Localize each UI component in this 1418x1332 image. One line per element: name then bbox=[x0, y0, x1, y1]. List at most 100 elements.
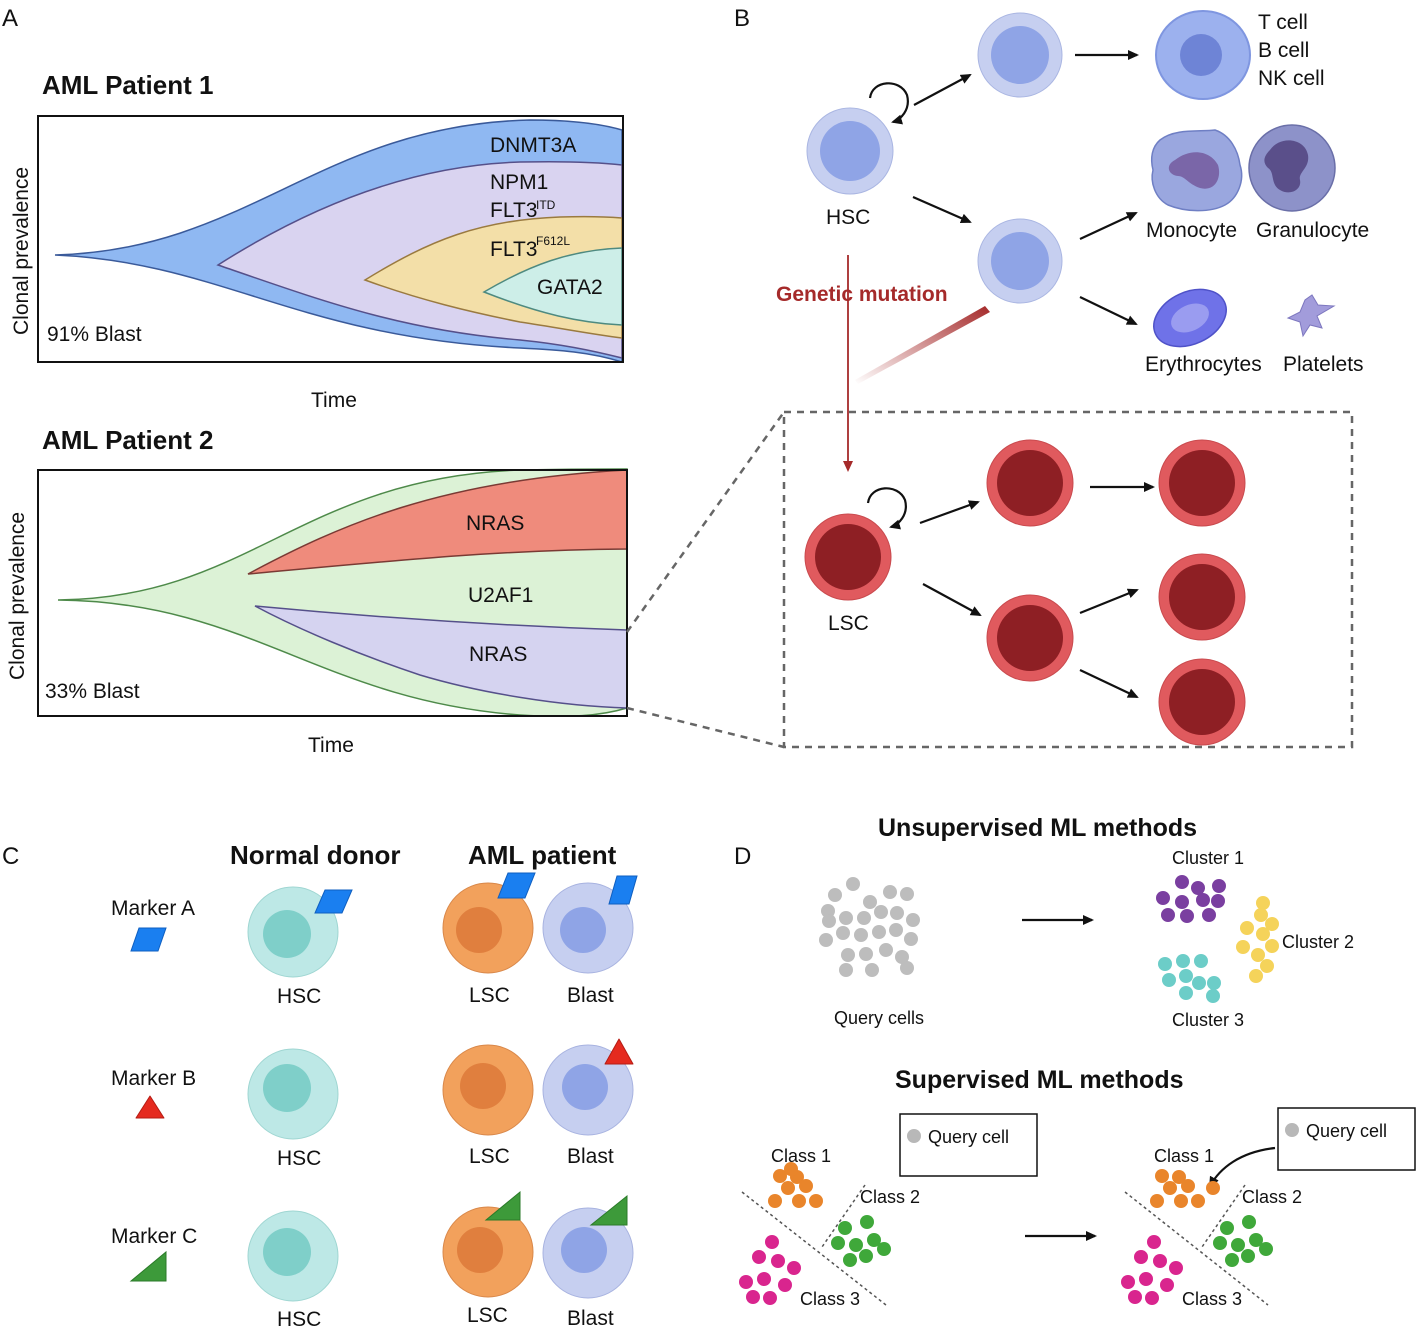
x-axis-label: Time bbox=[308, 734, 354, 757]
class-1-points bbox=[768, 1162, 823, 1208]
cell-dot bbox=[1213, 1236, 1227, 1250]
cluster-label: Cluster 2 bbox=[1282, 932, 1354, 952]
cell-dot bbox=[895, 950, 909, 964]
patient-2-title: AML Patient 2 bbox=[42, 425, 213, 455]
panel-label-b: B bbox=[734, 5, 750, 32]
class-3-points bbox=[1121, 1235, 1183, 1305]
cell-dot bbox=[799, 1179, 813, 1193]
cell-dot bbox=[1225, 1253, 1239, 1267]
cell-dot bbox=[1128, 1290, 1142, 1304]
monocyte-nucleus bbox=[1168, 152, 1220, 189]
hsc-nucleus bbox=[263, 1064, 311, 1112]
cell-dot bbox=[778, 1278, 792, 1292]
leukemic-nucleus bbox=[997, 605, 1063, 671]
marker-c-icon bbox=[589, 1194, 628, 1226]
lsc-label: LSC bbox=[469, 1145, 510, 1168]
erythroid-label: Platelets bbox=[1283, 353, 1364, 376]
blast-nucleus bbox=[562, 1064, 608, 1110]
marker-b-icon bbox=[604, 1038, 634, 1065]
arrow bbox=[1079, 296, 1138, 325]
cell-dot bbox=[1211, 894, 1225, 908]
cell-dot bbox=[860, 1215, 874, 1229]
blast-percentage: 91% Blast bbox=[47, 323, 142, 346]
clone-label: NRAS bbox=[469, 643, 527, 666]
cell-dot bbox=[1155, 1169, 1169, 1183]
erythrocyte-center bbox=[1171, 303, 1209, 333]
cell-dot bbox=[890, 906, 904, 920]
myeloid-label: Monocyte bbox=[1146, 219, 1237, 242]
lsc-label: LSC bbox=[828, 612, 869, 635]
cell-dot bbox=[839, 911, 853, 925]
lsc-nucleus bbox=[457, 1227, 503, 1273]
lymphoid-label: B cell bbox=[1258, 39, 1309, 62]
cell-dot bbox=[849, 1238, 863, 1252]
query-cell-label: Query cell bbox=[1306, 1121, 1387, 1141]
ml-methods: Unsupervised ML methods Query cells Clus… bbox=[739, 814, 1416, 1309]
normal-donor-heading: Normal donor bbox=[230, 840, 400, 870]
cell-dot bbox=[765, 1235, 779, 1249]
cell-dot bbox=[854, 928, 868, 942]
clone-superscript: F612L bbox=[536, 234, 570, 248]
panel-label-a: A bbox=[2, 5, 18, 32]
cell-dot bbox=[1196, 893, 1210, 907]
cell-dot bbox=[900, 961, 914, 975]
cell-dot bbox=[1139, 1272, 1153, 1286]
cell-dot bbox=[1241, 1249, 1255, 1263]
lymphoid-label: T cell bbox=[1258, 11, 1308, 34]
marker-b-label: Marker B bbox=[111, 1067, 196, 1090]
fish-plot-patient-1: AML Patient 1 DNMT3A NPM1 FLT3 ITD FLT3 … bbox=[10, 70, 624, 412]
patient-1-title: AML Patient 1 bbox=[42, 70, 213, 100]
marker-c-icon bbox=[129, 1250, 167, 1282]
leukemic-nucleus bbox=[1169, 564, 1235, 630]
class-label: Class 3 bbox=[1182, 1289, 1242, 1309]
blast-label: Blast bbox=[567, 984, 614, 1007]
cell-dot bbox=[1259, 1242, 1273, 1256]
query-cell-label: Query cell bbox=[928, 1127, 1009, 1147]
arrow bbox=[1079, 588, 1139, 615]
cell-dot bbox=[1251, 948, 1265, 962]
cell-dot bbox=[1160, 1278, 1174, 1292]
cell-dot bbox=[1174, 1194, 1188, 1208]
cell-dot bbox=[1179, 969, 1193, 983]
cluster-label: Cluster 3 bbox=[1172, 1010, 1244, 1030]
x-axis-label: Time bbox=[311, 389, 357, 412]
cell-dot bbox=[889, 923, 903, 937]
cluster-2 bbox=[1236, 896, 1279, 983]
class-label: Class 3 bbox=[800, 1289, 860, 1309]
clone-label: FLT3 bbox=[490, 238, 537, 261]
cell-dot bbox=[781, 1181, 795, 1195]
cell-dot bbox=[865, 963, 879, 977]
query-cell-box bbox=[899, 1113, 1038, 1177]
cell-dot bbox=[757, 1272, 771, 1286]
hsc-label: HSC bbox=[277, 1308, 321, 1331]
cell-dot bbox=[1265, 917, 1279, 931]
query-cell-box bbox=[1277, 1107, 1416, 1171]
cell-dot bbox=[828, 888, 842, 902]
cell-dot bbox=[819, 933, 833, 947]
cell-dot bbox=[1249, 969, 1263, 983]
lsc-zoom-box bbox=[782, 410, 1354, 749]
cell-dot bbox=[773, 1169, 787, 1183]
query-cell-dot bbox=[907, 1129, 921, 1143]
arrow bbox=[919, 500, 980, 525]
cell-dot bbox=[867, 1233, 881, 1247]
zoom-line bbox=[625, 411, 786, 633]
cell-dot bbox=[859, 947, 873, 961]
blast-label: Blast bbox=[567, 1307, 614, 1330]
cell-dot bbox=[1207, 976, 1221, 990]
cell-dot bbox=[1236, 940, 1250, 954]
cell-dot bbox=[1191, 881, 1205, 895]
query-cells-cloud bbox=[819, 877, 920, 977]
cell-dot bbox=[838, 1221, 852, 1235]
marker-comparison: Normal donor AML patient Marker A HSC LS… bbox=[111, 840, 638, 1331]
cell-dot bbox=[1176, 954, 1190, 968]
blast-nucleus bbox=[561, 1227, 607, 1273]
clone-label: NPM1 bbox=[490, 171, 548, 194]
self-renewal-arrow bbox=[868, 82, 909, 125]
marker-a-label: Marker A bbox=[111, 897, 195, 920]
panel-label-c: C bbox=[2, 843, 19, 870]
class-label: Class 1 bbox=[771, 1146, 831, 1166]
erythroid-label: Erythrocytes bbox=[1145, 353, 1262, 376]
lsc-nucleus bbox=[456, 907, 502, 953]
cell-dot bbox=[839, 963, 853, 977]
